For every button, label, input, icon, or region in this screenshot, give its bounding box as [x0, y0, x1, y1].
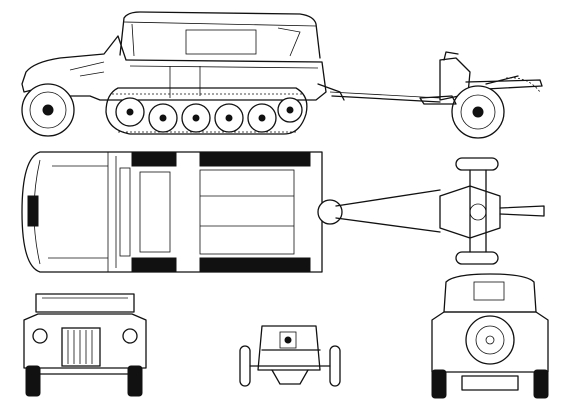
- track-top-right: [131, 257, 177, 273]
- gun-side: [419, 51, 543, 139]
- road-wheels: [115, 97, 303, 133]
- rear-view: [431, 273, 549, 399]
- canvas-top: [119, 11, 321, 59]
- gun-top: [439, 157, 545, 265]
- track: [105, 87, 308, 135]
- top-view: [21, 151, 545, 273]
- front-view: [23, 293, 147, 397]
- side-view: [21, 11, 543, 139]
- track-top-left: [131, 151, 177, 167]
- top-body: [21, 151, 323, 273]
- gun-front-view: [239, 325, 341, 387]
